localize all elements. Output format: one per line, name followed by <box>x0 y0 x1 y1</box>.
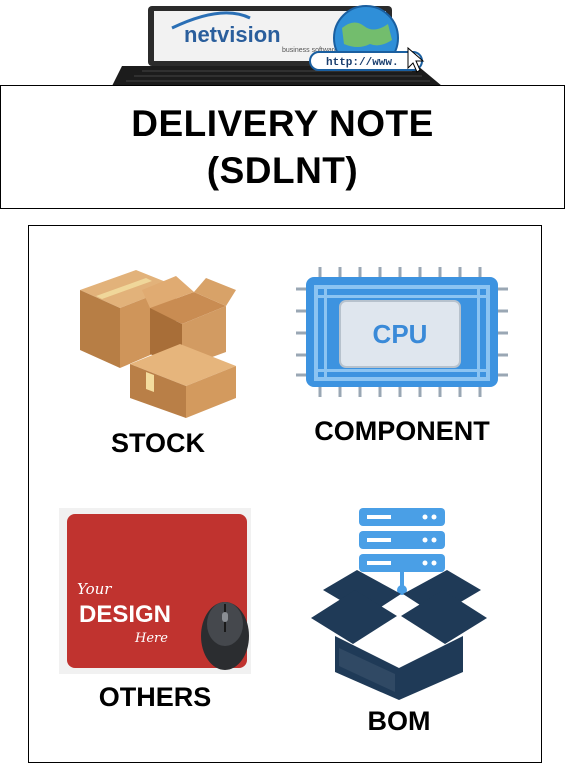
cpu-icon-text: CPU <box>373 319 428 349</box>
page-title: DELIVERY NOTE <box>131 103 434 144</box>
logo-tagline: business software <box>282 47 338 54</box>
page-subtitle-code: (SDLNT) <box>206 150 359 191</box>
others-menu-button[interactable]: Your DESIGN Here OTHERS <box>59 508 251 713</box>
mousepad-text-here: Here <box>134 631 168 646</box>
cardboard-boxes-icon <box>79 270 236 418</box>
component-menu-button[interactable]: CPU COMPONENT <box>291 259 513 447</box>
bom-label: BOM <box>367 706 431 736</box>
others-label: OTHERS <box>98 682 212 712</box>
bom-menu-button[interactable]: BOM <box>309 508 489 737</box>
menu-panel: STOCK CPU COMPONENT Y <box>28 225 542 763</box>
laptop-globe-logo-icon: netvision business software http://www. <box>112 5 442 86</box>
stock-label: STOCK <box>110 428 205 458</box>
netvision-logo: netvision business software http://www. <box>112 4 448 88</box>
mousepad-text-design: DESIGN <box>79 601 171 628</box>
component-label: COMPONENT <box>314 416 490 446</box>
logo-brand-text: netvision <box>184 22 281 47</box>
stock-menu-button[interactable]: STOCK <box>73 256 243 459</box>
server-box-icon <box>311 508 487 700</box>
logo-url-text: http://www. <box>326 57 399 69</box>
cpu-chip-icon: CPU <box>296 267 508 397</box>
mousepad-text-your: Your <box>77 580 112 598</box>
mousepad-icon: Your DESIGN Here <box>59 508 251 674</box>
page-title-box: DELIVERY NOTE (SDLNT) <box>0 85 565 209</box>
